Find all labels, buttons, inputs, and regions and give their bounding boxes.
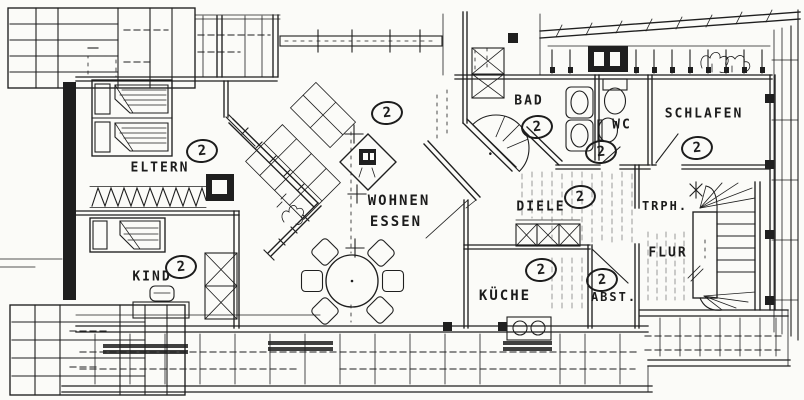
schlafen-door <box>651 133 679 166</box>
unit-marker-diele: 2 <box>562 183 598 211</box>
unit-marker-bad: 2 <box>519 113 555 141</box>
unit-marker-wohnen: 2 <box>369 99 405 127</box>
roof-top-band <box>194 13 541 78</box>
abst-door <box>591 248 629 284</box>
dining-set <box>300 238 405 325</box>
room-label-flur: FLUR <box>648 245 688 261</box>
fireplace <box>339 133 397 191</box>
plant <box>281 205 304 225</box>
diele-wardrobe <box>515 219 581 247</box>
ceiling-slope-hatch <box>521 171 685 313</box>
desk-and-chair <box>132 285 190 319</box>
exterior-west-wall <box>0 82 76 300</box>
roof-right-band <box>771 9 799 341</box>
stair-void-lattice <box>245 124 341 220</box>
room-label-kind: KIND <box>132 269 172 285</box>
staircase <box>687 181 756 311</box>
kind-wardrobe <box>204 252 238 320</box>
room-label-essen: ESSEN <box>369 214 423 230</box>
toilet-tank <box>602 78 628 91</box>
unit-marker-kueche: 2 <box>523 256 559 284</box>
room-label-bad: BAD <box>514 93 544 109</box>
room-label-schlafen: SCHLAFEN <box>664 106 744 122</box>
room-label-wohnen: WOHNEN <box>367 193 431 209</box>
eltern-beds <box>87 55 173 157</box>
unit-marker-schlafen: 2 <box>679 134 715 162</box>
wc-fixtures <box>597 78 628 164</box>
chimney <box>206 174 234 201</box>
room-label-diele: DIELE <box>516 199 566 215</box>
room-label-wc: WC <box>612 117 632 133</box>
toilet-bowl <box>603 87 627 115</box>
unit-marker-wc: 2 <box>583 138 619 166</box>
stair-direction-marker <box>689 181 703 199</box>
wardrobe-zigzag <box>89 186 207 208</box>
bad-fixtures <box>436 47 594 173</box>
wc-door <box>601 146 621 164</box>
roof-top-left-dormer <box>7 7 196 89</box>
corner-shower <box>471 114 530 173</box>
room-label-kueche: KÜCHE <box>478 288 532 304</box>
room-label-eltern: ELTERN <box>130 160 190 176</box>
room-label-abst: ABST. <box>590 290 638 304</box>
roof-top-right-terrace <box>539 9 801 74</box>
roof-bottom-band <box>61 314 653 393</box>
unit-marker-eltern: 2 <box>184 137 220 165</box>
gallery-railing <box>228 81 357 261</box>
terrace-plants <box>700 51 751 73</box>
wash-basins <box>565 86 594 152</box>
kind-furniture <box>89 217 238 320</box>
alignment-crosses <box>344 124 469 323</box>
skylight-box <box>588 46 628 72</box>
stair-void-lattice-2 <box>289 81 357 149</box>
closet-x <box>471 47 505 99</box>
kueche-fixtures <box>503 316 552 351</box>
room-label-trph: TRPH. <box>641 199 689 213</box>
